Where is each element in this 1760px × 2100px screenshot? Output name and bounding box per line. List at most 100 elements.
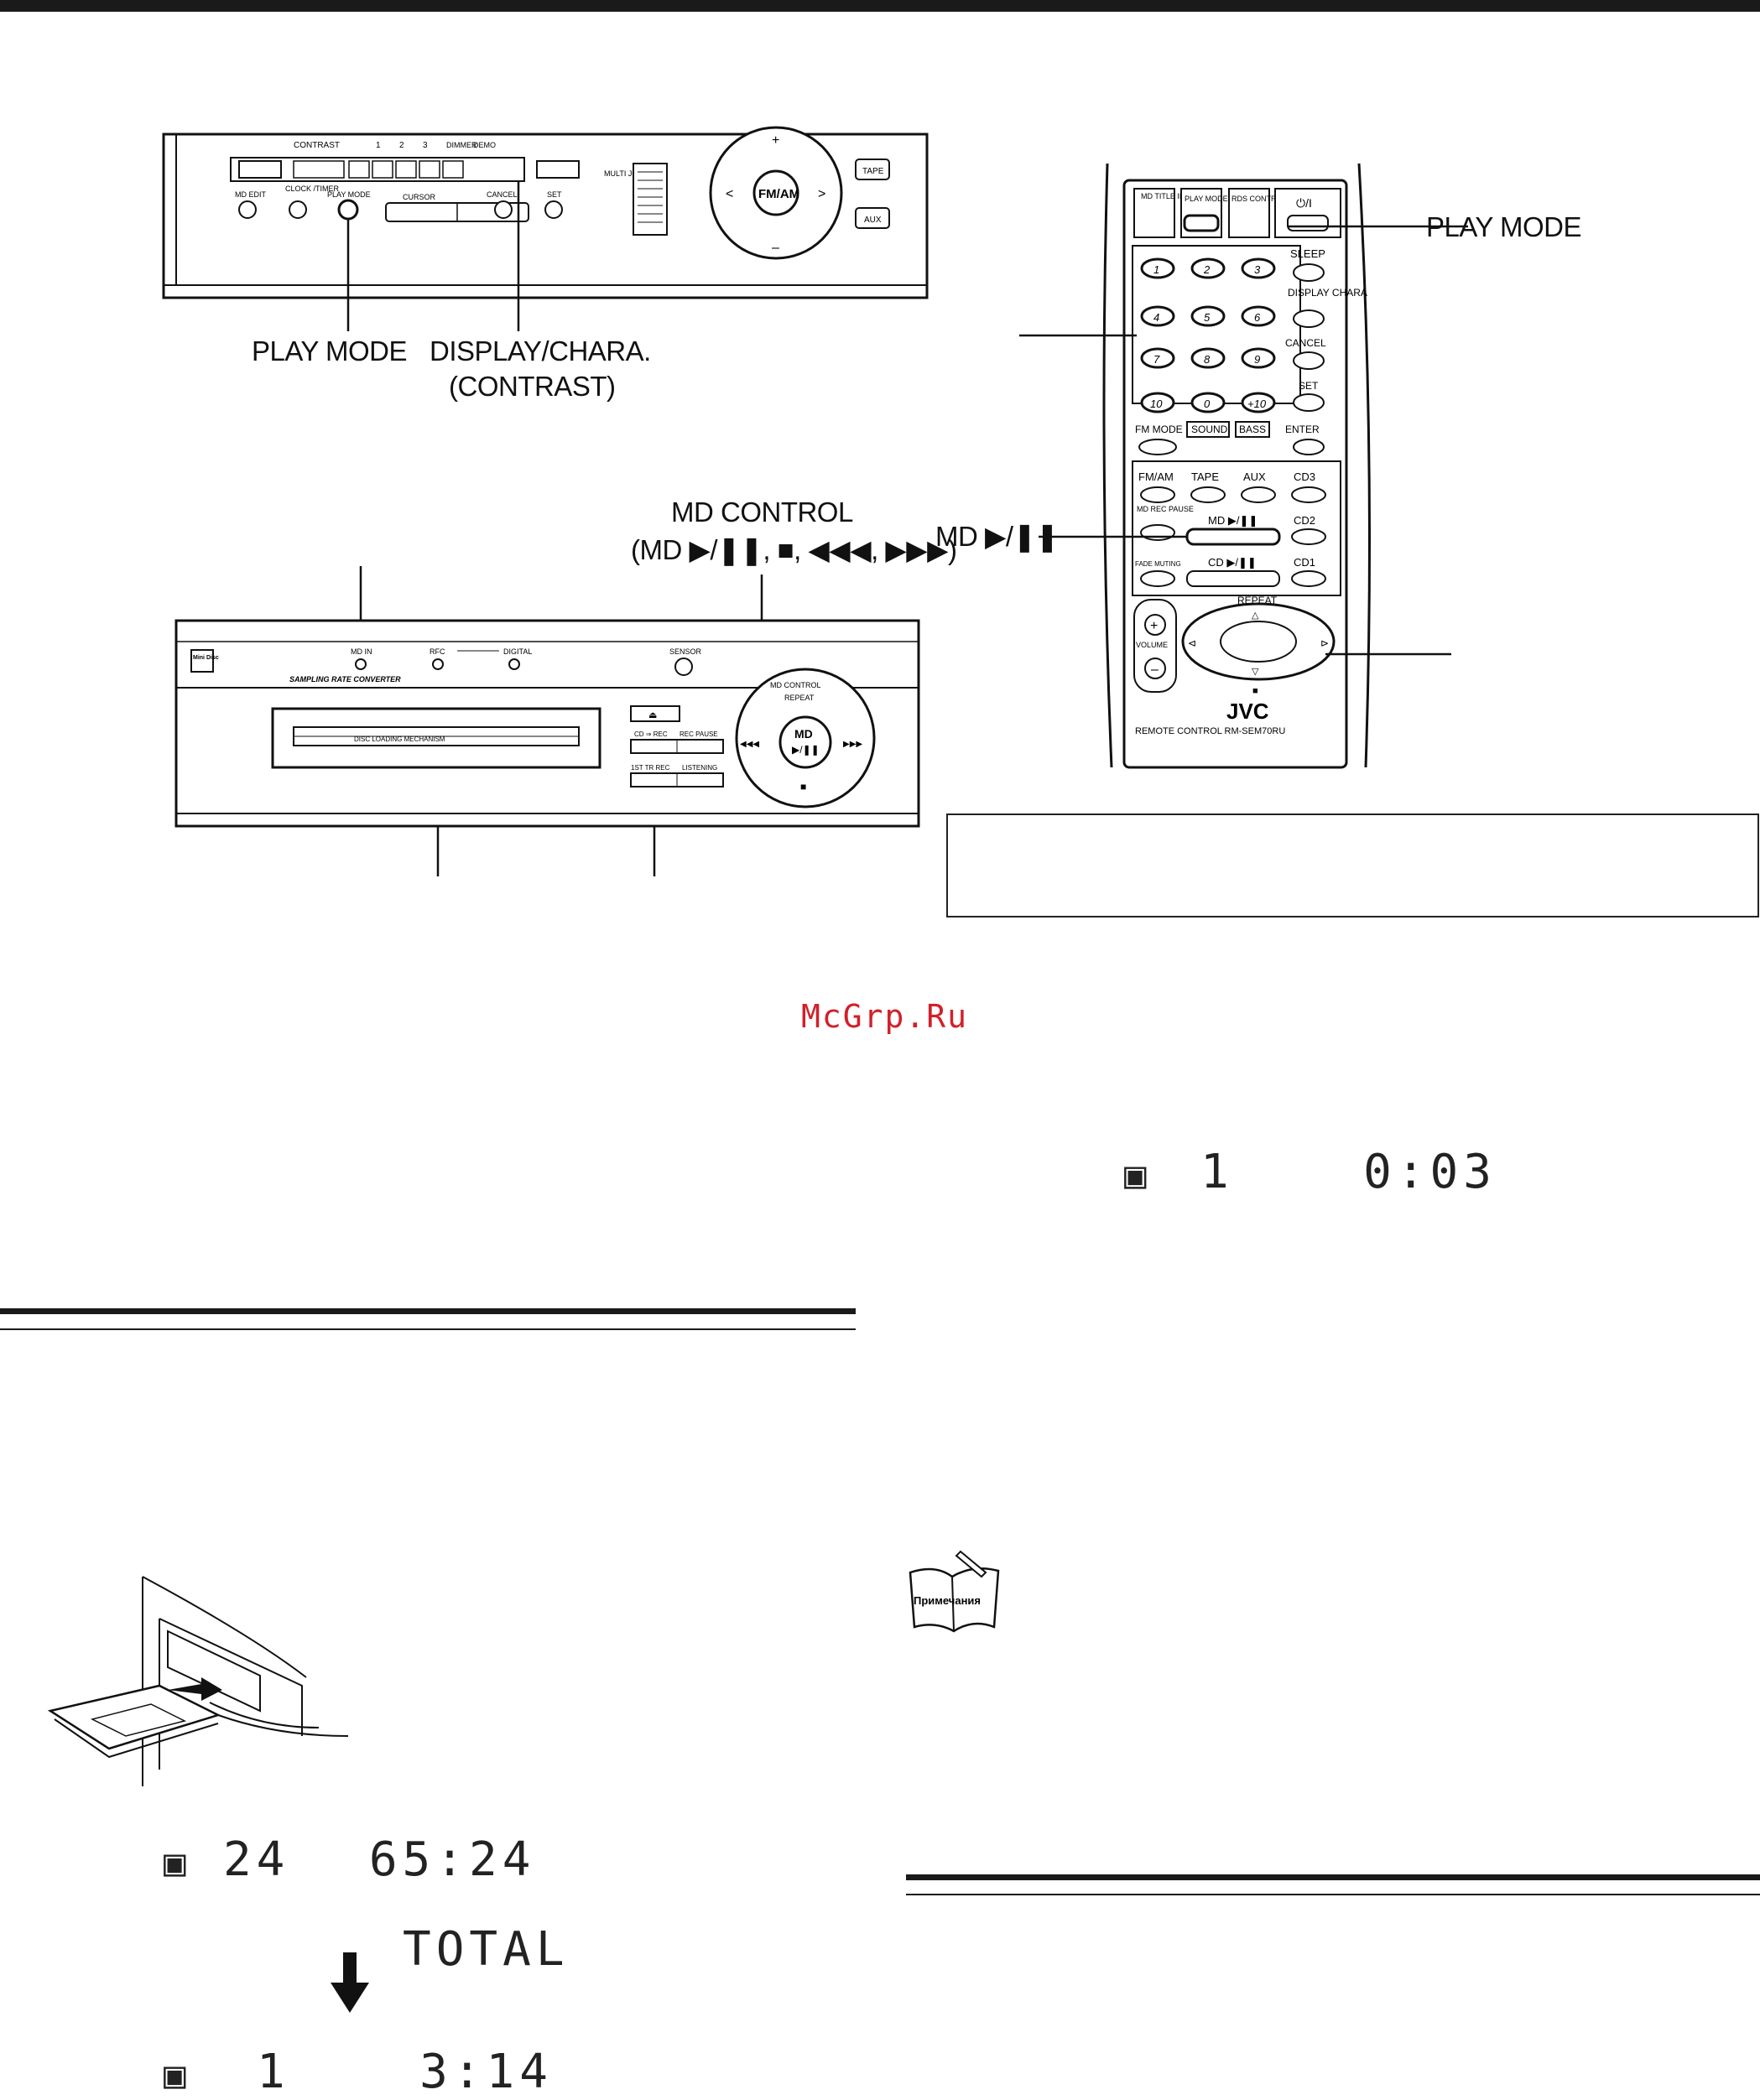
down-arrow-icon — [331, 1952, 369, 2013]
label-enter: ENTER — [1285, 424, 1320, 435]
callout-play-mode-top: PLAY MODE — [252, 335, 408, 366]
lcd-right-time: 0:03 — [1363, 1145, 1497, 1199]
disc-icon: ▣ — [164, 2054, 186, 2097]
stop-icon[interactable]: ■ — [800, 781, 806, 793]
preset-2-button[interactable] — [372, 160, 393, 179]
front-panel-illustration: Mini Disc MD IN RFC DIGITAL SAMPLING RAT… — [174, 566, 920, 876]
cd1-button[interactable] — [1291, 570, 1326, 587]
label-set: SET — [547, 190, 562, 199]
label-fm-am: FM/AM — [758, 187, 799, 201]
label-tape: TAPE — [862, 167, 884, 176]
label-sensor: SENSOR — [669, 647, 702, 656]
digit-plus10-button[interactable] — [1241, 392, 1276, 413]
callout-md-control-title: MD CONTROL — [671, 496, 853, 528]
label-minus: – — [772, 241, 779, 255]
sleep-button[interactable] — [1293, 263, 1325, 282]
aux-remote-button[interactable] — [1241, 486, 1276, 503]
jvc-logo: JVC — [1226, 699, 1269, 724]
label-sleep: SLEEP — [1290, 247, 1325, 260]
fade-muting-button[interactable] — [1140, 570, 1175, 587]
next-track-icon[interactable]: ▶▶▶ — [843, 740, 862, 749]
volume-up-button[interactable] — [1144, 614, 1166, 636]
digit-1-button[interactable] — [1140, 257, 1175, 279]
eject-button[interactable] — [630, 705, 680, 722]
md-play-button[interactable] — [778, 715, 832, 769]
digit-5-button[interactable] — [1190, 305, 1226, 327]
volume-down-button[interactable] — [1144, 658, 1166, 679]
display-chara-button[interactable] — [293, 160, 345, 179]
digit-8-button[interactable] — [1190, 347, 1226, 369]
lcd-left-track-time: 3:14 — [419, 2045, 553, 2099]
label-fm-am-remote: FM/AM — [1138, 470, 1174, 483]
power-button[interactable] — [1287, 215, 1329, 231]
clock-timer-button[interactable] — [289, 200, 307, 219]
cancel-remote-button[interactable] — [1293, 351, 1325, 370]
cancel-button[interactable] — [494, 200, 513, 219]
bass-button[interactable] — [1235, 421, 1270, 438]
top-border-bar — [0, 0, 1760, 12]
label-bass: BASS — [1239, 424, 1266, 435]
cd2-button[interactable] — [1291, 528, 1326, 545]
digit-7-button[interactable] — [1140, 347, 1175, 369]
digit-2-button[interactable] — [1190, 257, 1226, 279]
md-play-remote-button[interactable] — [1185, 528, 1281, 546]
tape-button[interactable] — [855, 159, 890, 180]
prev-track-icon[interactable]: ◀◀◀ — [740, 740, 759, 749]
set-remote-button[interactable] — [1293, 393, 1325, 412]
disc-icon: ▣ — [164, 1842, 186, 1884]
cd3-button[interactable] — [1291, 486, 1326, 503]
digit-2-label: 2 — [1203, 263, 1211, 276]
dimmer-button[interactable] — [419, 160, 440, 179]
digit-6-label: 6 — [1254, 311, 1261, 324]
digit-7-label: 7 — [1153, 353, 1160, 366]
vol-minus-label: – — [1151, 663, 1159, 677]
digit-3-button[interactable] — [1241, 257, 1276, 279]
label-sound: SOUND — [1191, 424, 1228, 435]
lcd-display-right: ▣ 1 0:03 — [1124, 1145, 1497, 1199]
eject-icon: ⏏ — [648, 710, 657, 720]
digit-4-button[interactable] — [1140, 305, 1175, 327]
label-digital: DIGITAL — [503, 647, 532, 656]
label-cursor: CURSOR — [403, 193, 436, 201]
fm-am-remote-button[interactable] — [1140, 486, 1175, 503]
minidisc-logo — [190, 649, 214, 673]
notes-icon: Примечания — [909, 1550, 1000, 1633]
md-rec-pause-button[interactable] — [1140, 524, 1175, 541]
watermark: McGrp.Ru — [801, 998, 969, 1035]
label-cd-play: CD ▶/❚❚ — [1208, 556, 1257, 569]
tape-remote-button[interactable] — [1190, 486, 1226, 503]
cd-play-button[interactable] — [1186, 570, 1280, 587]
digit-10-button[interactable] — [1140, 392, 1175, 413]
demo-button[interactable] — [442, 160, 464, 179]
vol-plus-label: + — [1150, 619, 1158, 633]
rfc-indicator — [432, 658, 444, 670]
play-mode-remote-button[interactable] — [1183, 214, 1220, 232]
preset-3-button[interactable] — [395, 160, 417, 179]
fm-mode-button[interactable] — [1138, 439, 1177, 455]
label-src: SAMPLING RATE CONVERTER — [289, 675, 401, 684]
enter-button[interactable] — [536, 160, 580, 179]
label-demo: DEMO — [473, 141, 496, 149]
label-play-mode: PLAY MODE — [327, 190, 371, 199]
md-title-input-button[interactable] — [1133, 188, 1175, 238]
enter-remote-button[interactable] — [1293, 439, 1325, 455]
left-skip-icon: ⊲ — [1188, 637, 1196, 649]
multi-jog-dial[interactable] — [633, 163, 668, 236]
digit-6-button[interactable] — [1241, 305, 1276, 327]
set-button[interactable] — [544, 200, 563, 219]
digit-0-button[interactable] — [1190, 392, 1226, 413]
aux-button[interactable] — [855, 207, 890, 229]
standby-button[interactable] — [238, 160, 282, 179]
md-edit-button[interactable] — [238, 200, 257, 219]
display-chara-remote-button[interactable] — [1293, 309, 1325, 328]
digit-9-button[interactable] — [1241, 347, 1276, 369]
fm-am-button[interactable] — [752, 169, 799, 216]
label-contrast: CONTRAST — [294, 141, 340, 150]
label-3: 3 — [423, 141, 428, 150]
digit-plus10-label: +10 — [1247, 398, 1267, 410]
play-mode-button[interactable] — [337, 199, 359, 221]
rds-control-button[interactable] — [1228, 188, 1270, 238]
callout-play-mode-remote: PLAY MODE — [1426, 211, 1582, 242]
sound-button[interactable] — [1186, 421, 1230, 438]
preset-1-button[interactable] — [348, 160, 370, 179]
